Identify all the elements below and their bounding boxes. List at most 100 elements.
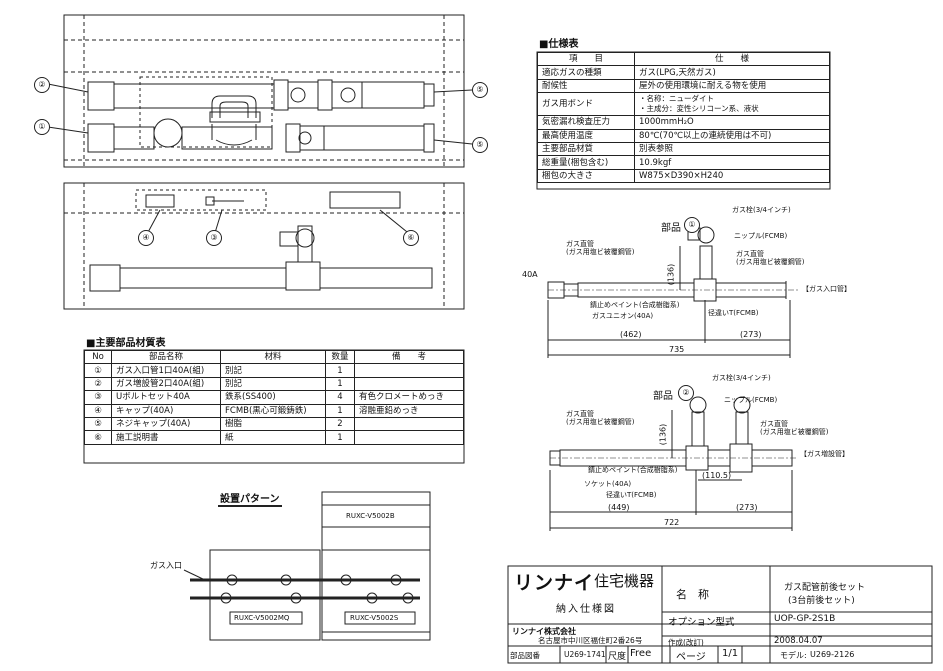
parts-name: ガス増設管2口40A(組)	[111, 376, 221, 392]
parts-notes: 有色クロメートめっき	[354, 390, 464, 405]
install-title: 設置パターン	[218, 490, 282, 507]
spec-key: 梱包の大きさ	[537, 168, 635, 184]
spec-key: 総重量(梱包含む)	[537, 155, 635, 170]
parts-table-title: ■主要部品材質表	[86, 338, 166, 349]
parts-material: 別記	[220, 376, 326, 392]
parts-qty: 1	[325, 403, 355, 418]
partB-dim-273: (273)	[736, 503, 758, 512]
spec-table: 項 目 仕 様 適応ガスの種類ガス(LPG,天然ガス) 耐候性屋外の使用環境に耐…	[537, 51, 830, 184]
spec-value: ガス(LPG,天然ガス)	[634, 65, 830, 80]
parts-qty: 4	[325, 390, 355, 405]
callout-4: ④	[138, 230, 154, 246]
partA-tee: 径違いT(FCMB)	[708, 309, 759, 317]
spec-key: 耐候性	[537, 78, 635, 94]
spec-value: ・名称：ニューダイト ・主成分：変性シリコーン系、液状	[634, 92, 830, 117]
spec-key: 気密漏れ検査圧力	[537, 115, 635, 130]
parts-notes	[354, 430, 464, 445]
partB-number: ②	[678, 385, 694, 401]
date-value: 2008.04.07	[774, 636, 823, 646]
partA-gas-cock: ガス栓(3/4インチ)	[732, 206, 791, 214]
partA-nipple: ニップル(FCMB)	[734, 232, 788, 240]
parts-notes	[354, 416, 464, 432]
spec-value: 屋外の使用環境に耐える物を使用	[634, 78, 830, 94]
callout-5-bottom: ⑤	[472, 137, 488, 153]
parts-qty: 1	[325, 430, 355, 445]
parts-no: ③	[84, 390, 112, 405]
parts-name: ネジキャップ(40A)	[111, 416, 221, 432]
spec-row: 総重量(梱包含む)10.9kgf	[537, 155, 830, 170]
brand-sub: 住宅機器	[594, 572, 655, 590]
brand-logo: リンナイ	[514, 572, 595, 594]
partA-side: 【ガス入口管】	[802, 285, 851, 293]
company-name: リンナイ株式会社	[512, 627, 576, 636]
parts-qty: 1	[325, 363, 355, 378]
spec-value: W875×D390×H240	[634, 168, 830, 184]
spec-key: 最高使用温度	[537, 128, 635, 143]
parts-notes	[354, 376, 464, 392]
callout-5-top: ⑤	[472, 82, 488, 98]
model-value: U269-2126	[810, 650, 855, 659]
partA-dim-136: (136)	[666, 263, 676, 286]
partA-union: ガスユニオン(40A)	[592, 312, 654, 320]
parts-header-material: 材料	[220, 349, 326, 365]
parts-qty: 2	[325, 416, 355, 432]
package-bottom-outline	[63, 182, 465, 310]
spec-header-item: 項 目	[537, 51, 635, 67]
callout-3: ③	[206, 230, 222, 246]
parts-name: キャップ(40A)	[111, 403, 221, 418]
install-unit-right: RUXC-V5002S	[350, 614, 399, 622]
parts-material: 紙	[220, 430, 326, 445]
partB-side: 【ガス増設管】	[800, 450, 849, 458]
install-gas-in: ガス入口	[150, 561, 182, 570]
partB-stop-paint: 錆止めペイント(合成樹脂系)	[588, 466, 678, 474]
spec-row: ガス用ボンド・名称：ニューダイト ・主成分：変性シリコーン系、液状	[537, 92, 830, 117]
spec-header-row: 項 目 仕 様	[537, 51, 830, 67]
package-top-outline	[63, 14, 465, 168]
partA-size: 40A	[522, 270, 538, 279]
model-label: モデル:	[780, 651, 807, 660]
drawing-label: 部品図番	[510, 651, 540, 660]
partA-stop-paint: 錆止めペイント(合成樹脂系)	[590, 301, 680, 309]
spec-row: 主要部品材質別表参照	[537, 141, 830, 157]
scale-value: Free	[630, 648, 652, 659]
parts-no: ⑤	[84, 416, 112, 432]
partB-nipple: ニップル(FCMB)	[724, 396, 778, 404]
parts-material: 樹脂	[220, 416, 326, 432]
spec-key: 主要部品材質	[537, 141, 635, 157]
partA-pipe-left: ガス直管 (ガス用塩ビ被覆鋼管)	[566, 240, 635, 256]
title-block-outline	[507, 565, 933, 664]
name-value-2: (3台前後セット)	[788, 596, 855, 606]
callout-6: ⑥	[403, 230, 419, 246]
parts-header-qty: 数量	[325, 349, 355, 365]
spec-value: 80℃(70℃以上の連続使用は不可)	[634, 128, 830, 143]
spec-value: 10.9kgf	[634, 155, 830, 170]
drawing-value: U269-1741	[564, 650, 606, 659]
callout-2: ②	[34, 77, 50, 93]
partA-pipe-right: ガス直管 (ガス用塩ビ被覆鋼管)	[736, 250, 805, 266]
name-value-1: ガス配管前後セット	[784, 583, 866, 593]
spec-row: 耐候性屋外の使用環境に耐える物を使用	[537, 78, 830, 94]
spec-value: 1000mmH₂O	[634, 115, 830, 130]
spec-value: 別表参照	[634, 141, 830, 157]
partA-dim-735: 735	[669, 345, 685, 354]
date-label: 作成(改訂)	[668, 638, 704, 647]
partA-label: 部品	[661, 223, 681, 234]
partB-tee: 径違いT(FCMB)	[606, 491, 657, 499]
parts-notes	[354, 363, 464, 378]
partB-pipe-right: ガス直管 (ガス用塩ビ被覆鋼管)	[760, 420, 829, 436]
partA-number: ①	[684, 217, 700, 233]
company-address: 名古屋市中川区福住町2番26号	[538, 636, 643, 645]
parts-header-notes: 備 考	[354, 349, 464, 365]
option-label: オプション型式	[668, 617, 735, 628]
spec-header-spec: 仕 様	[634, 51, 830, 67]
partB-gas-cock: ガス栓(3/4インチ)	[712, 374, 771, 382]
parts-no: ⑥	[84, 430, 112, 445]
